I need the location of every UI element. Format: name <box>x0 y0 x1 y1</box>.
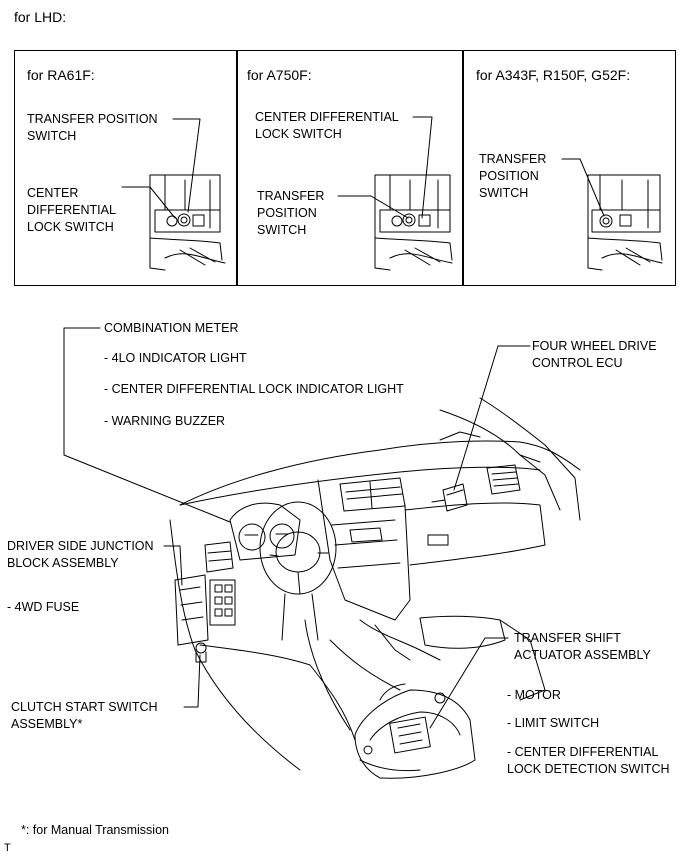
leader-lines-ra61f <box>121 118 201 219</box>
transfer-position-switch-label: TRANSFER POSITION SWITCH <box>27 112 158 143</box>
panel-a750f-title: for A750F: <box>247 67 312 83</box>
page-title: for LHD: <box>14 9 67 25</box>
transfer-position-switch-label: TRANSFER POSITION SWITCH <box>257 189 325 237</box>
warning-buzzer-label: - WARNING BUZZER <box>104 414 226 428</box>
indicator-4lo-label: - 4LO INDICATOR LIGHT <box>104 351 247 365</box>
clutch-start-switch-label: CLUTCH START SWITCH ASSEMBLY* <box>11 700 158 731</box>
footnote: *: for Manual Transmission <box>21 823 169 837</box>
center-diff-indicator-label: - CENTER DIFFERENTIAL LOCK INDICATOR LIG… <box>104 382 404 396</box>
panel-a343f <box>462 50 676 286</box>
main-leader-lines <box>63 327 531 729</box>
panel-ra61f-title: for RA61F: <box>27 67 95 83</box>
leader-lines-a750f <box>337 116 433 219</box>
motor-label: - MOTOR <box>507 688 561 702</box>
center-diff-lock-switch-label: CENTER DIFFERENTIAL LOCK SWITCH <box>27 186 116 234</box>
panel-a343f-title: for A343F, R150F, G52F: <box>476 67 631 83</box>
console-sketch-a750f <box>374 174 453 271</box>
leader-lines-a343f <box>561 158 605 217</box>
console-sketch-a343f <box>587 174 663 271</box>
limit-switch-label: - LIMIT SWITCH <box>507 716 600 730</box>
center-diff-lock-switch-label: CENTER DIFFERENTIAL LOCK SWITCH <box>255 110 399 141</box>
panel-a750f <box>236 50 464 286</box>
combination-meter-label: COMBINATION METER <box>104 321 239 335</box>
corner-mark: T <box>4 842 11 854</box>
transfer-position-switch-label: TRANSFER POSITION SWITCH <box>479 152 547 200</box>
driver-junction-block-label: DRIVER SIDE JUNCTION BLOCK ASSEMBLY <box>7 539 154 570</box>
dashboard-illustration <box>169 397 581 779</box>
console-sketch-ra61f <box>149 174 226 271</box>
4wd-fuse-label: - 4WD FUSE <box>7 600 80 614</box>
panel-ra61f <box>14 50 238 286</box>
four-wheel-drive-ecu-label: FOUR WHEEL DRIVE CONTROL ECU <box>532 339 657 370</box>
center-diff-detection-switch-label: - CENTER DIFFERENTIAL LOCK DETECTION SWI… <box>507 745 670 776</box>
